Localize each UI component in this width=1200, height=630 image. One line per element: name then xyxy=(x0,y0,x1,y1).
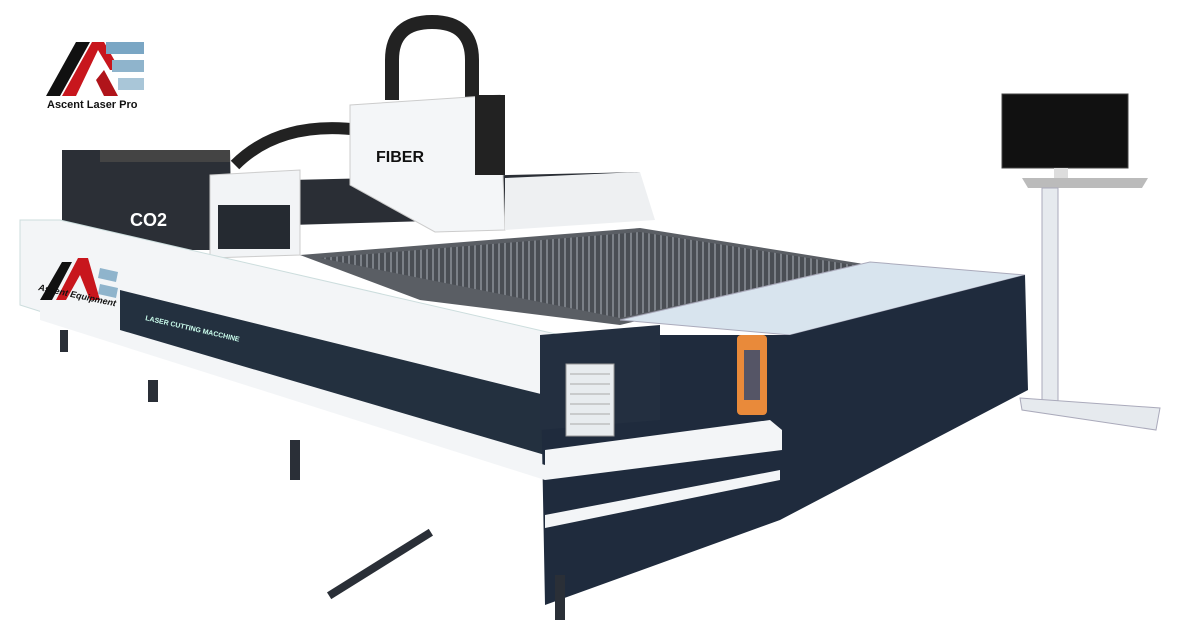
control-monitor xyxy=(1001,93,1161,431)
fiber-label: FIBER xyxy=(376,149,424,166)
brand-name: Ascent Laser Pro xyxy=(47,99,138,111)
co2-housing xyxy=(62,150,232,250)
brand-logo xyxy=(46,42,144,96)
co2-label: CO2 xyxy=(130,210,167,230)
